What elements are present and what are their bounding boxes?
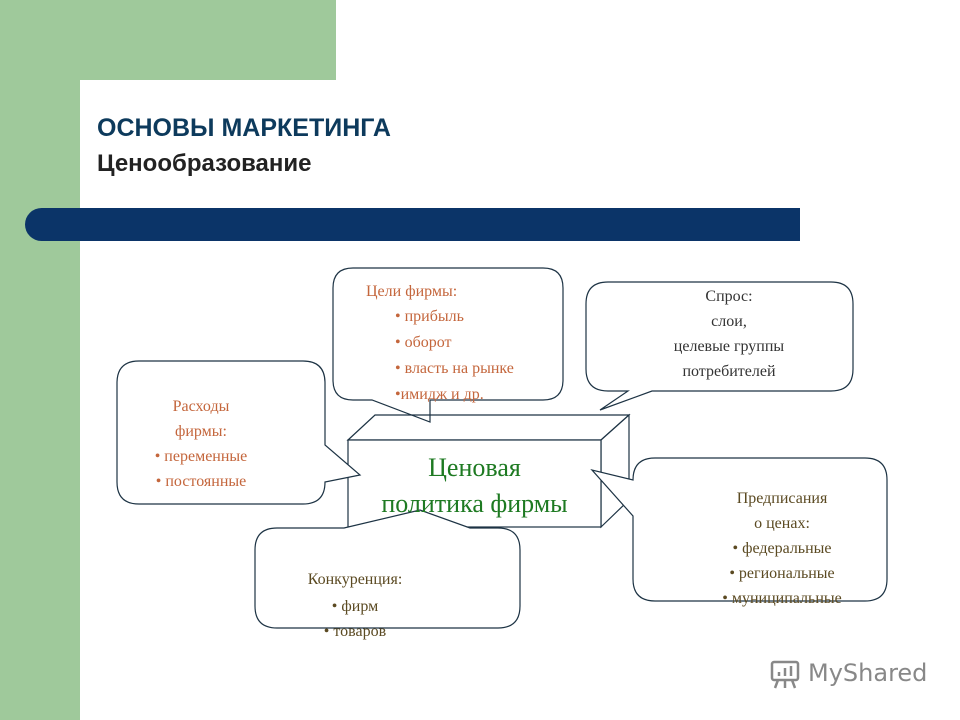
content-corner <box>80 80 160 160</box>
green-side-band <box>0 0 80 720</box>
slide-title: ОСНОВЫ МАРКЕТИНГА <box>97 114 391 142</box>
goals-callout <box>332 267 564 423</box>
regulation-line: • муниципальные <box>722 590 842 607</box>
demand-text: Спрос: слои, целевые группы потребителей <box>586 284 872 384</box>
costs-line: Расходы <box>172 398 230 415</box>
competition-text: Конкуренция: • фирм • товаров <box>255 566 455 644</box>
demand-line: целевые группы <box>673 338 785 355</box>
costs-callout <box>116 360 362 505</box>
box-top-face <box>346 414 631 441</box>
center-line-2: политика фирмы <box>381 489 568 518</box>
costs-line: фирмы: <box>174 423 227 440</box>
competition-heading: Конкуренция: <box>307 571 403 588</box>
demand-line: потребителей <box>682 363 776 380</box>
competition-callout <box>254 509 521 629</box>
demand-line: слои, <box>711 313 747 330</box>
center-label: Ценовая политика фирмы <box>348 450 601 522</box>
box-front-face <box>347 439 602 528</box>
competition-item: • товаров <box>323 623 387 640</box>
navy-divider-bar <box>25 208 800 241</box>
costs-line: • переменные <box>154 448 248 465</box>
regulation-callout <box>590 457 888 602</box>
regulation-line: • федеральные <box>732 540 832 557</box>
goals-item: • прибыль <box>395 308 464 325</box>
demand-line: Спрос: <box>705 288 753 305</box>
goals-item: • оборот <box>395 334 452 351</box>
regulation-line: • региональные <box>729 565 835 582</box>
watermark-text: MyShared <box>808 659 928 687</box>
goals-item: •имидж и др. <box>395 386 484 403</box>
demand-callout <box>585 281 854 411</box>
competition-item: • фирм <box>331 598 379 615</box>
regulation-text: Предписания о ценах: • федеральные • рег… <box>680 486 884 611</box>
costs-line: • постоянные <box>155 473 247 490</box>
costs-text: Расходы фирмы: • переменные • постоянные <box>117 394 285 494</box>
presentation-board-icon <box>770 660 800 689</box>
slide-subtitle: Ценообразование <box>97 150 312 177</box>
myshared-watermark: MyShared <box>768 656 927 690</box>
goals-text: Цели фирмы: • прибыль • оборот • власть … <box>366 279 514 408</box>
regulation-line: о ценах: <box>754 515 810 532</box>
regulation-line: Предписания <box>736 490 828 507</box>
center-line-1: Ценовая <box>428 453 521 482</box>
goals-heading: Цели фирмы: <box>366 283 458 300</box>
goals-item: • власть на рынке <box>395 360 514 377</box>
